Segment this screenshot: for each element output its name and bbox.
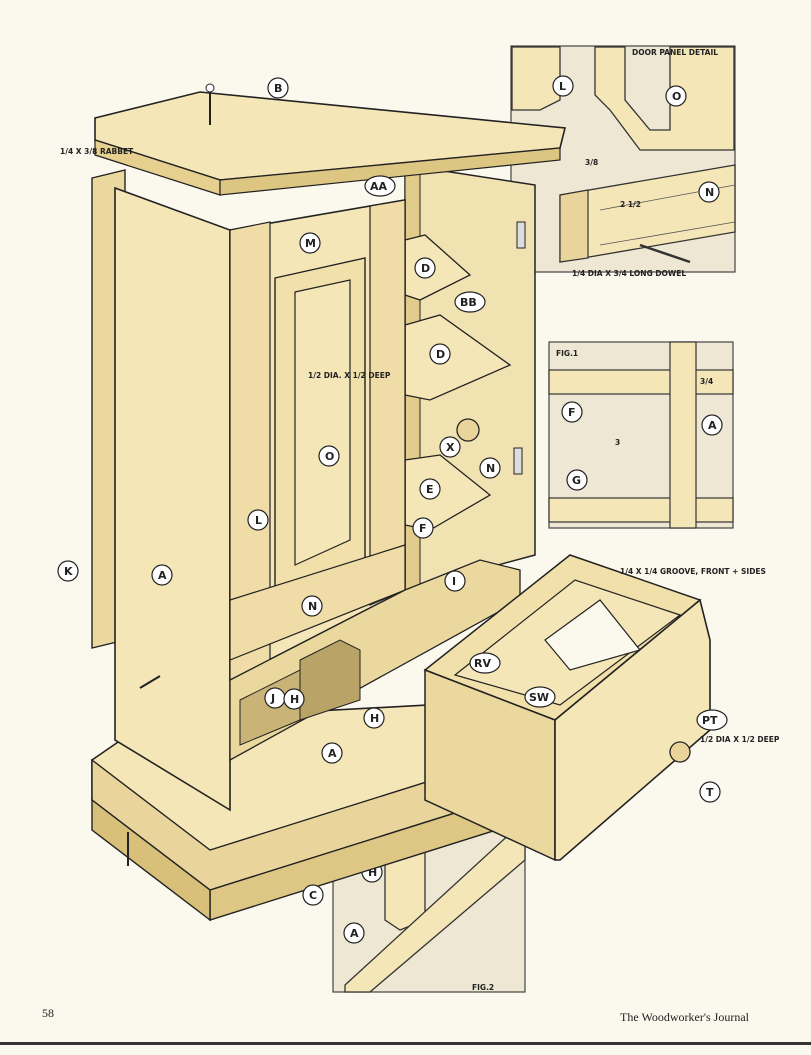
groove-callout: 1/4 X 1/4 GROOVE, FRONT + SIDES [620,567,766,576]
door-panel-detail-title: DOOR PANEL DETAIL [632,48,718,57]
part-badge-aa [364,175,396,197]
svg-text:J: J [270,692,275,705]
part-badge-rv [469,652,501,674]
svg-text:G: G [572,474,581,487]
knob-icon [669,741,691,763]
door-stile-right [369,199,406,606]
part-badge-h-lower [283,688,305,710]
part-badge-l [247,509,269,531]
svg-text:M: M [305,237,316,250]
part-badge-l-detail [552,75,574,97]
svg-text:O: O [672,90,681,103]
svg-text:E: E [426,483,434,496]
svg-text:D: D [436,348,445,361]
part-badge-t [699,781,721,803]
screw-icon [139,675,161,689]
part-badge-a-left [151,564,173,586]
page-number: 58 [42,1006,54,1020]
dim-2-1-2: 2 1/2 [620,200,641,209]
part-badge-o-detail [665,85,687,107]
part-badge-d-upper [414,257,436,279]
publication-name: The Woodworker's Journal [620,1010,749,1024]
part-badge-f-fig1 [561,401,583,423]
dowel-hole-callout: 1/2 DIA. X 1/2 DEEP [308,371,391,380]
part-badge-m [299,232,321,254]
door-panel-detail-inset: DOOR PANEL DETAIL 2 1/2 3/8 1/4 DIA X 3/… [510,45,736,278]
svg-text:A: A [350,927,359,940]
svg-text:H: H [368,866,377,879]
svg-text:RV: RV [474,657,491,670]
fig1-title: FIG.1 [556,349,578,358]
dim-3-4-fig1: 3/4 [700,377,713,386]
bottom-rule [0,1042,811,1045]
left-side-panel-a [114,186,231,812]
part-badge-n-right [479,457,501,479]
svg-text:L: L [255,514,262,527]
part-badge-bb [454,291,486,313]
part-badge-c [302,884,324,906]
svg-text:N: N [308,600,317,613]
part-badge-a-base [321,742,343,764]
hinge-icon [516,221,526,249]
svg-text:L: L [559,80,566,93]
part-badge-pt [696,709,728,731]
part-badge-sw [524,686,556,708]
hinge-icon [513,447,523,475]
part-badge-i [444,570,466,592]
svg-text:T: T [706,786,714,799]
svg-text:K: K [64,565,73,578]
fig1-inset: FIG.1 3 3/4 F G A [548,341,734,529]
svg-text:A: A [158,569,167,582]
svg-text:BB: BB [460,296,477,309]
part-badges: B AA M D BB D X O N E F L I A K N J H [57,77,728,906]
part-badge-d-lower [429,343,451,365]
svg-text:H: H [370,712,379,725]
part-badge-k [57,560,79,582]
rabbet-callout: 1/4 X 3/8 RABBET [60,147,134,156]
svg-text:X: X [446,441,455,454]
part-badge-g-fig1 [566,469,588,491]
svg-text:I: I [452,575,456,588]
drawer-assembly: RV SW [423,554,711,862]
dim-3-fig1: 3 [615,438,620,447]
svg-text:SW: SW [529,691,549,704]
fig2-title: FIG.2 [472,983,494,992]
part-badge-o [318,445,340,467]
svg-text:N: N [705,186,714,199]
part-badge-f [412,517,434,539]
part-badge-n-detail [698,181,720,203]
svg-text:D: D [421,262,430,275]
svg-text:F: F [419,522,427,535]
svg-text:B: B [274,82,282,95]
part-badge-a-fig2 [343,922,365,944]
svg-text:F: F [568,406,576,419]
svg-text:O: O [325,450,334,463]
svg-text:AA: AA [370,180,388,193]
door-knob-icon [456,418,480,442]
svg-text:N: N [486,462,495,475]
part-badge-n-door [301,595,323,617]
dim-3-8-detail: 3/8 [585,158,598,167]
part-badge-a-fig1 [701,414,723,436]
svg-text:A: A [708,419,717,432]
svg-text:H: H [290,693,299,706]
svg-text:A: A [328,747,337,760]
knob-hole-callout: 1/2 DIA X 1/2 DEEP [700,735,780,744]
svg-text:C: C [309,889,317,902]
part-badge-e [419,478,441,500]
part-badge-b [267,77,289,99]
dowel-callout: 1/4 DIA X 3/4 LONG DOWEL [572,269,686,278]
part-badge-h [363,707,385,729]
svg-text:PT: PT [702,714,718,727]
part-badge-x [439,436,461,458]
